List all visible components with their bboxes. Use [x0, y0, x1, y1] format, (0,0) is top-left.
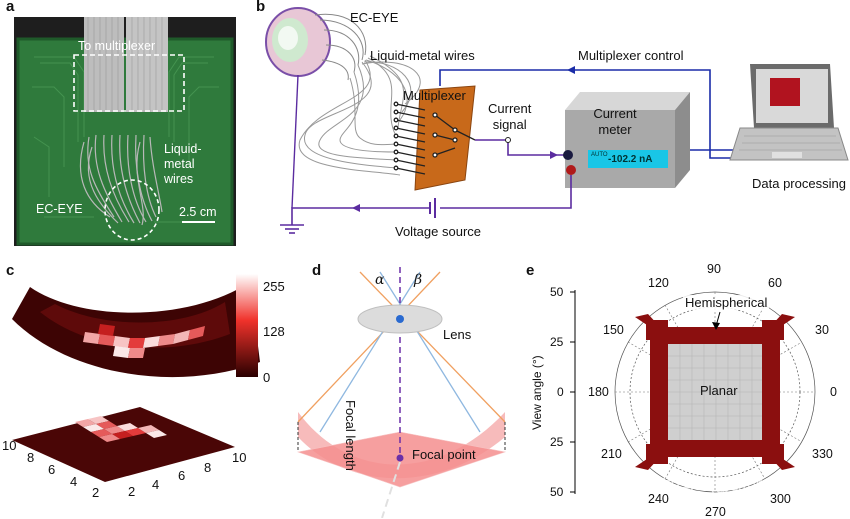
- pcb-illustration: [16, 17, 234, 246]
- y-tick-2: 2: [92, 485, 100, 500]
- label-voltage-source: Voltage source: [395, 224, 482, 239]
- label-current-signal: Current signal: [488, 101, 531, 133]
- angle-label-0: 0: [830, 385, 837, 399]
- meter-reading: -102.2 nA: [608, 154, 653, 165]
- angle-label-120: 120: [648, 276, 669, 290]
- pcb-photo: To multiplexer Liquid- metal wires EC-EY…: [14, 17, 236, 246]
- label-current-meter: Current meter: [578, 106, 652, 138]
- surface-heatmap-plot: [12, 274, 260, 482]
- label-focal-length: Focal length: [343, 400, 358, 471]
- label-beta: β: [414, 272, 423, 288]
- panel-label-a: a: [6, 0, 15, 15]
- y-tick-0: 0: [557, 385, 564, 399]
- panel-label-d: d: [312, 262, 322, 279]
- panel-label-c: c: [6, 262, 15, 279]
- angle-label-90: 90: [707, 262, 721, 276]
- ylabel-view-angle: View angle (°): [530, 355, 544, 430]
- x-tick-2: 2: [128, 484, 136, 499]
- y-tick-25-bottom: 25: [550, 435, 564, 449]
- label-alpha: α: [375, 272, 385, 288]
- laptop-illustration: [729, 64, 849, 161]
- label-data-processing: Data processing: [752, 176, 846, 191]
- angle-label-210: 210: [601, 447, 622, 461]
- label-ec-eye-a: EC-EYE: [36, 202, 83, 216]
- schematic-diagram: [265, 7, 849, 234]
- label-liquid-metal-line2: metal: [164, 157, 195, 171]
- y-tick-25-top: 25: [550, 335, 564, 349]
- label-liquid-metal-line1: Liquid-: [164, 142, 202, 156]
- y-tick-50-top: 50: [550, 285, 564, 299]
- label-liquid-metal-wires-b: Liquid-metal wires: [370, 48, 475, 63]
- y-tick-6: 6: [48, 462, 56, 477]
- y-tick-8: 8: [27, 450, 35, 465]
- y-tick-50-bottom: 50: [550, 485, 564, 499]
- angle-label-180: 180: [588, 385, 609, 399]
- colorbar-tick-255: 255: [263, 279, 285, 294]
- lower-surface-pixels: [75, 416, 167, 442]
- y-tick-10: 10: [2, 438, 17, 453]
- angle-label-240: 240: [648, 492, 669, 506]
- colorbar: [236, 274, 258, 377]
- label-lens: Lens: [443, 327, 472, 342]
- angle-label-150: 150: [603, 323, 624, 337]
- label-current-meter-line2: meter: [598, 122, 632, 137]
- current-meter-box: [563, 92, 690, 188]
- x-tick-10: 10: [232, 450, 247, 465]
- polar-view-angle-plot: [570, 290, 816, 494]
- angle-label-330: 330: [812, 447, 833, 461]
- label-current-signal-line2: signal: [492, 117, 527, 132]
- multiplexer-switches: [393, 101, 476, 175]
- angle-label-300: 300: [770, 492, 791, 506]
- label-scale: 2.5 cm: [179, 205, 217, 219]
- panel-label-b: b: [256, 0, 266, 15]
- label-planar: Planar: [700, 383, 738, 398]
- label-ec-eye-b: EC-EYE: [350, 10, 399, 25]
- x-tick-4: 4: [152, 477, 160, 492]
- angle-label-270: 270: [705, 505, 726, 519]
- liquid-metal-wire-bundle: [298, 55, 421, 176]
- label-to-multiplexer: To multiplexer: [78, 39, 156, 53]
- optics-diagram: [296, 267, 507, 518]
- panel-label-e: e: [526, 262, 535, 279]
- y-tick-4: 4: [70, 474, 78, 489]
- watermark: 知乎 @喵咖2017: [660, 475, 828, 499]
- label-liquid-metal-line3: wires: [164, 172, 194, 186]
- colorbar-tick-128: 128: [263, 324, 285, 339]
- upper-surface-pixels: [83, 324, 205, 358]
- label-liquid-metal-wires: Liquid- metal wires: [164, 142, 202, 187]
- label-current-meter-line1: Current: [593, 106, 637, 121]
- angle-label-30: 30: [815, 323, 829, 337]
- label-current-signal-line1: Current: [488, 101, 532, 116]
- angle-label-60: 60: [768, 276, 782, 290]
- colorbar-tick-0: 0: [263, 370, 271, 385]
- label-hemispherical: Hemispherical: [683, 295, 770, 310]
- x-tick-8: 8: [204, 460, 212, 475]
- label-multiplexer: Multiplexer: [403, 88, 466, 103]
- meter-auto-label: AUTO: [591, 152, 608, 158]
- label-multiplexer-control: Multiplexer control: [578, 48, 684, 63]
- x-tick-6: 6: [178, 468, 186, 483]
- label-focal-point: Focal point: [412, 447, 476, 462]
